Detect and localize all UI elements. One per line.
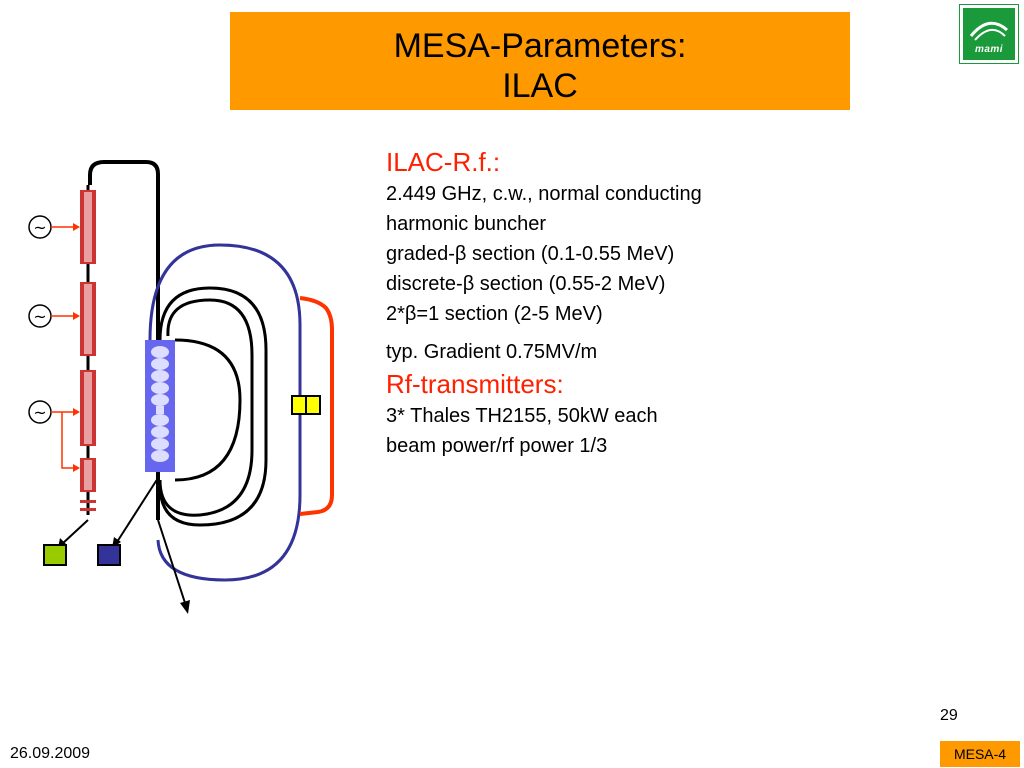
recirc-loop-outer (158, 286, 268, 527)
rf-split-line (61, 412, 76, 469)
cavity-section-3 (80, 370, 96, 446)
accelerator-diagram: ~ ~ ~ (28, 160, 334, 614)
rf-arrowhead-2 (73, 312, 80, 320)
cavity-section-1 (80, 190, 96, 264)
recirc-loop-middle (158, 298, 254, 517)
rf-source-1-symbol: ~ (33, 218, 46, 237)
green-block (43, 544, 67, 566)
linac-cells (151, 346, 169, 462)
rf-source-2: ~ (28, 304, 52, 328)
blue-block (97, 544, 121, 566)
rf-source-3: ~ (28, 400, 52, 424)
rf-source-1: ~ (28, 215, 52, 239)
rf-arrowhead-3 (73, 408, 80, 416)
rf-line-5: 2*β=1 section (2-5 MeV) (386, 303, 603, 325)
rf-line-1: 2.449 GHz, c.w., normal conducting (386, 183, 702, 205)
extraction-arrowhead (180, 600, 190, 614)
rf-source-3-symbol: ~ (33, 403, 46, 422)
cavity-section-4 (80, 458, 96, 492)
page-number: 29 (940, 707, 958, 724)
parameter-text: ILAC-R.f.: 2.449 GHz, c.w., normal condu… (386, 145, 826, 461)
mami-logo: mami (960, 5, 1018, 63)
ilac-rf-heading: ILAC-R.f.: (386, 147, 501, 177)
buncher-marker (80, 500, 96, 503)
rf-source-2-symbol: ~ (33, 307, 46, 326)
rf-arrowhead-4 (73, 464, 80, 472)
buncher-marker-2 (80, 508, 96, 511)
recirc-loop-inner (174, 338, 242, 482)
extraction-line (157, 519, 187, 607)
transmitter-line-2: beam power/rf power 1/3 (386, 435, 608, 457)
rf-line-6: typ. Gradient 0.75MV/m (386, 341, 598, 363)
rf-line-3: graded-β section (0.1-0.55 MeV) (386, 243, 675, 265)
slide-title-line2: ILAC (502, 67, 578, 105)
footer-tag: MESA-4 (940, 741, 1020, 767)
rf-arrowhead-1 (73, 223, 80, 231)
blue-block-line (116, 477, 159, 543)
logo-text: mami (974, 44, 1004, 55)
rf-line-4: discrete-β section (0.55-2 MeV) (386, 273, 666, 295)
footer-date: 26.09.2009 (10, 745, 91, 762)
green-block-line (61, 519, 89, 545)
title-banner: MESA-Parameters: ILAC (230, 12, 850, 110)
recirc-path-red (299, 296, 334, 516)
rf-line-2: harmonic buncher (386, 213, 547, 235)
recirc-loop-blue (148, 243, 302, 582)
cavity-section-2 (80, 282, 96, 356)
beam-line-top (88, 160, 160, 340)
transmitter-line-1: 3* Thales TH2155, 50kW each (386, 405, 658, 427)
rf-transmitters-heading: Rf-transmitters: (386, 369, 564, 399)
slide-title-line1: MESA-Parameters: (393, 27, 687, 65)
logo-emblem-icon (969, 21, 1008, 41)
